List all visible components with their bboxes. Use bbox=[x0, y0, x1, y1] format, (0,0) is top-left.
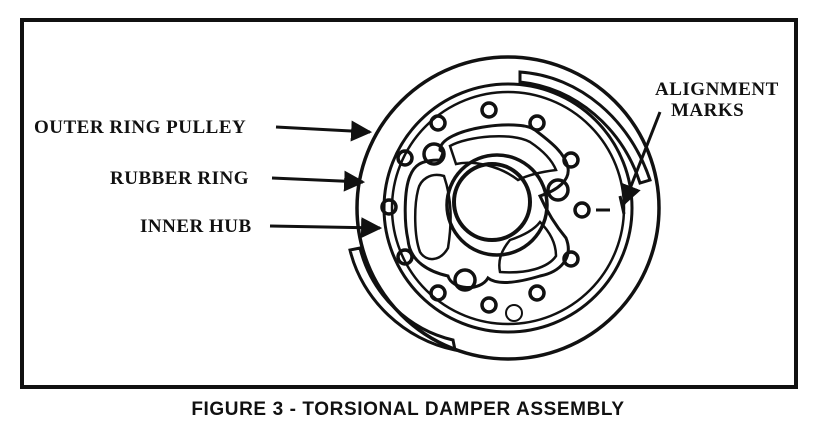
bolt-hole bbox=[422, 142, 446, 166]
hub-cutout-right bbox=[498, 220, 558, 274]
label-rubber-ring: RUBBER RING bbox=[110, 168, 249, 189]
bolt-hole bbox=[429, 114, 447, 132]
bolt-hole bbox=[380, 198, 398, 216]
hub-cutout-left bbox=[414, 173, 452, 261]
pulley-slot-lower bbox=[348, 246, 457, 352]
bolt-hole bbox=[396, 149, 414, 167]
figure-caption: FIGURE 3 - TORSIONAL DAMPER ASSEMBLY bbox=[191, 399, 624, 420]
bolt-holes bbox=[380, 101, 591, 322]
bolt-hole bbox=[562, 250, 580, 268]
label-inner-hub: INNER HUB bbox=[140, 216, 252, 237]
bolt-hole bbox=[396, 248, 414, 266]
leader-inner-hub bbox=[269, 217, 383, 239]
rubber-ring-outer-edge bbox=[382, 82, 634, 334]
bolt-hole bbox=[546, 178, 570, 202]
label-alignment-marks-line2: MARKS bbox=[671, 100, 744, 121]
inner-hub-spokes bbox=[403, 123, 570, 289]
hub-outer-circle bbox=[445, 153, 549, 257]
leader-alignment-marks bbox=[621, 111, 662, 206]
bolt-hole bbox=[528, 114, 546, 132]
leader-outer-ring-pulley bbox=[275, 120, 373, 142]
bolt-hole bbox=[528, 284, 546, 302]
damper-drawing bbox=[348, 55, 661, 361]
label-alignment-marks-line1: ALIGNMENT bbox=[655, 79, 779, 100]
bolt-hole bbox=[480, 296, 498, 314]
outer-ring-pulley-shape bbox=[355, 55, 661, 361]
leader-rubber-ring bbox=[271, 170, 366, 192]
bolt-hole bbox=[562, 151, 580, 169]
bolt-hole bbox=[480, 101, 498, 119]
bolt-hole bbox=[429, 284, 447, 302]
bolt-hole bbox=[453, 268, 477, 292]
hub-cutout-top bbox=[448, 134, 558, 182]
bolt-hole-thin bbox=[505, 304, 523, 322]
hub-bore bbox=[452, 162, 532, 242]
figure-frame bbox=[20, 18, 798, 389]
label-outer-ring-pulley: OUTER RING PULLEY bbox=[34, 117, 246, 138]
bolt-hole bbox=[573, 201, 591, 219]
